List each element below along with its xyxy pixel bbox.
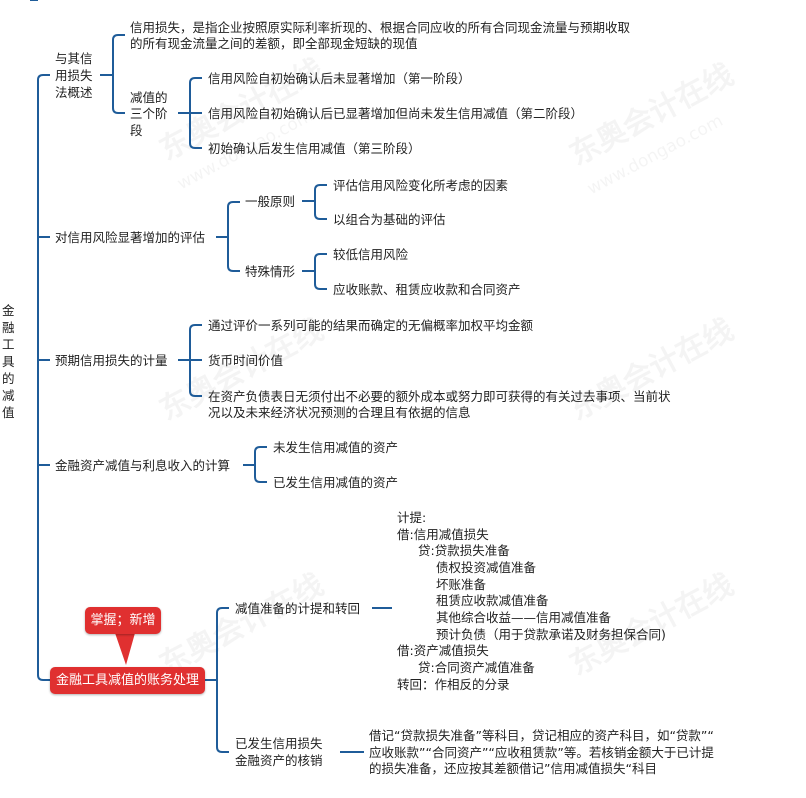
list-item: 况以及未来经济状况预测的合理且有依据的信息 <box>208 405 471 420</box>
entry-line: 坏账准备 <box>436 577 487 592</box>
entry-line: 债权投资减值准备 <box>436 560 537 575</box>
general-principle-label: 一般原则 <box>245 194 296 209</box>
root-char: 减 <box>2 388 15 403</box>
stage-item: 信用风险自初始确认后已显著增加但尚未发生信用减值（第二阶段） <box>208 106 584 121</box>
entry-line: 贷:合同资产减值准备 <box>418 660 535 675</box>
stages-label: 三个阶 <box>130 106 168 121</box>
root-char: 的 <box>2 371 15 386</box>
stages-label: 减值的 <box>130 90 168 105</box>
branch-label: 对信用风险显著增加的评估 <box>55 230 206 245</box>
writeoff-text: 应收账款”“合同资产”“应收租赁款”等。若核销金额大于已计提 <box>369 745 714 760</box>
definition-text: 的所有现金流量之间的差额，即全部现金短缺的现值 <box>130 36 418 51</box>
entry-line: 借:资产减值损失 <box>397 643 489 658</box>
branch-label: 与其信 <box>55 51 93 66</box>
root-char: 工 <box>2 337 15 352</box>
list-item: 已发生信用减值的资产 <box>273 475 399 490</box>
stage-item: 信用风险自初始确认后未显著增加（第一阶段） <box>208 71 471 86</box>
tag-badge: 掌握；新增 <box>85 607 161 634</box>
stage-item: 初始确认后发生信用减值（第三阶段） <box>208 141 421 156</box>
connector-bracket <box>216 607 229 753</box>
list-item: 通过评价一系列可能的结果而确定的无偏概率加权平均金额 <box>208 318 534 333</box>
list-item: 评估信用风险变化所考虑的因素 <box>333 178 509 193</box>
tag-pointer <box>115 633 135 665</box>
writeoff-label: 已发生信用损失 <box>235 736 323 751</box>
entry-line: 其他综合收益——信用减值准备 <box>436 610 612 625</box>
connector-bracket <box>314 253 327 290</box>
list-item: 以组合为基础的评估 <box>333 212 446 227</box>
list-item: 较低信用风险 <box>333 247 409 262</box>
connector-bracket <box>314 184 327 220</box>
list-item: 应收账款、租赁应收款和合同资产 <box>333 282 521 297</box>
branch-label: 法概述 <box>55 85 93 100</box>
list-item: 未发生信用减值的资产 <box>273 440 399 455</box>
definition-text: 信用损失，是指企业按照原实际利率折现的、根据合同应收的所有合同现金流量与预期收取 <box>130 20 631 35</box>
root-char: 融 <box>2 320 15 335</box>
root-char: 金 <box>2 303 15 318</box>
accounting-node: 金融工具减值的账务处理 <box>50 667 205 694</box>
branch-label: 预期信用损失的计量 <box>55 353 168 368</box>
writeoff-text: 的损失准备，还应按其差额借记”信用减值损失“科目 <box>369 761 657 776</box>
entry-line: 预计负债（用于贷款承诺及财务担保合同) <box>436 627 666 642</box>
list-item: 货币时间价值 <box>208 353 284 368</box>
writeoff-text: 借记“贷款损失准备”等科目，贷记相应的资产科目，如“贷款”“ <box>369 728 714 743</box>
root-char: 具 <box>2 354 15 369</box>
entry-line: 租赁应收款减值准备 <box>436 593 549 608</box>
writeoff-label: 金融资产的核销 <box>235 753 323 768</box>
provision-label: 减值准备的计提和转回 <box>235 601 361 616</box>
special-case-label: 特殊情形 <box>245 264 296 279</box>
connector-bracket <box>112 34 125 114</box>
list-item: 在资产负债表日无须付出不必要的额外成本或努力即可获得的有关过去事项、当前状 <box>208 389 671 404</box>
entry-line: 计提: <box>397 510 427 525</box>
branch-label: 用损失 <box>55 68 93 83</box>
connector-bracket <box>37 74 50 681</box>
connector-bracket <box>254 446 267 483</box>
stages-label: 段 <box>130 123 143 138</box>
branch-label: 金融资产减值与利息收入的计算 <box>55 458 231 473</box>
connector-bracket <box>227 201 240 272</box>
entry-line: 转回：作相反的分录 <box>397 677 510 692</box>
entry-line: 借:信用减值损失 <box>397 527 489 542</box>
entry-line: 贷:贷款损失准备 <box>418 543 510 558</box>
root-char: 值 <box>2 405 15 420</box>
